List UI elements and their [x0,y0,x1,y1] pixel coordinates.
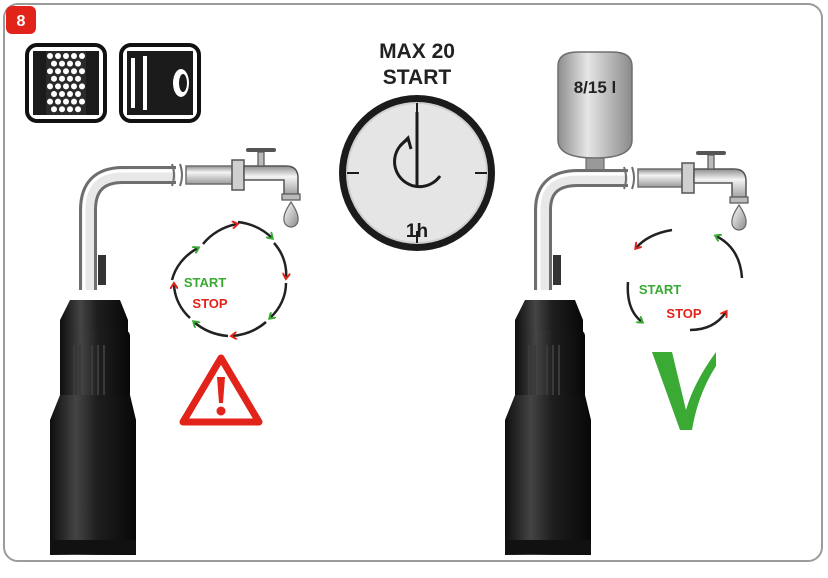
mesh-dot [67,106,73,113]
mesh-dot [51,60,57,67]
mesh-dot [67,91,73,97]
mesh-dot [63,53,69,59]
cycle-arrow [170,248,198,281]
mesh-dot [47,53,53,59]
mesh-dot [55,83,61,90]
mesh-dot [75,91,81,97]
warning-triangle-icon [179,354,263,426]
faucet-icon [681,151,749,204]
right-cycle-diagram: START STOP [626,228,744,332]
right-pump-setup: 8/15 l [505,51,749,555]
mesh-dot [59,75,65,82]
mesh-dot [47,68,53,75]
clock-icon: 1h [339,95,495,251]
filter-mesh-icon [25,43,107,123]
cycle-arrow [636,228,673,248]
mesh-dot [47,98,53,105]
timer-start-label: START [383,66,452,89]
left-start-label: START [184,275,226,290]
step-badge: 8 [6,6,36,34]
mesh-dot [67,60,73,67]
mesh-dot [55,53,61,59]
left-cycle-diagram: START STOP [172,222,286,336]
mesh-dot [79,68,85,75]
mesh-dot [51,91,57,97]
mesh-dot [63,98,69,105]
cycle-arrow [626,281,642,322]
tank-volume-label: 8/15 l [574,78,617,97]
mesh-dot [75,60,81,67]
mesh-dot [79,98,85,105]
step-number: 8 [17,13,26,30]
water-drop-icon [731,203,747,231]
timer-duration-label: 1h [406,221,428,242]
mesh-dot [63,68,69,75]
mesh-dot [67,75,73,82]
left-pump-setup [50,148,301,555]
mesh-dot [63,83,69,90]
mesh-dot [71,98,77,105]
pump-body [50,255,136,555]
cycle-arrow [270,282,288,318]
cycle-arrow [716,236,744,279]
cycle-arrow [273,242,286,278]
mesh-dot [55,98,61,105]
cycle-arrow [689,312,726,332]
mesh-dot [59,91,65,97]
mesh-dot [51,106,57,113]
cycle-arrow [237,220,272,238]
water-drop-icon [283,200,299,228]
timer-section: MAX 20 START 1h [339,40,495,251]
mesh-dot [47,83,53,90]
mesh-dot [75,75,81,82]
pump-body [505,255,591,555]
mesh-dot [59,106,65,113]
cycle-arrow [174,284,191,319]
mesh-dot [79,53,85,59]
mesh-dot [71,68,77,75]
mesh-dot [79,83,85,90]
mesh-dot [51,75,57,82]
timer-max-starts: MAX 20 [379,40,455,63]
mesh-dot [75,106,81,113]
cycle-arrow [232,321,267,336]
cycle-arrow [194,322,229,338]
filter-sleeve-icon [119,43,201,123]
faucet-icon [231,148,301,201]
cycle-arrow [202,224,237,245]
right-start-label: START [639,282,681,297]
mesh-dot [55,68,61,75]
mesh-dot [71,83,77,90]
check-mark-icon [652,352,716,430]
left-stop-label: STOP [192,296,227,311]
mesh-dot [71,53,77,59]
mesh-dot [59,60,65,67]
right-stop-label: STOP [666,306,701,321]
